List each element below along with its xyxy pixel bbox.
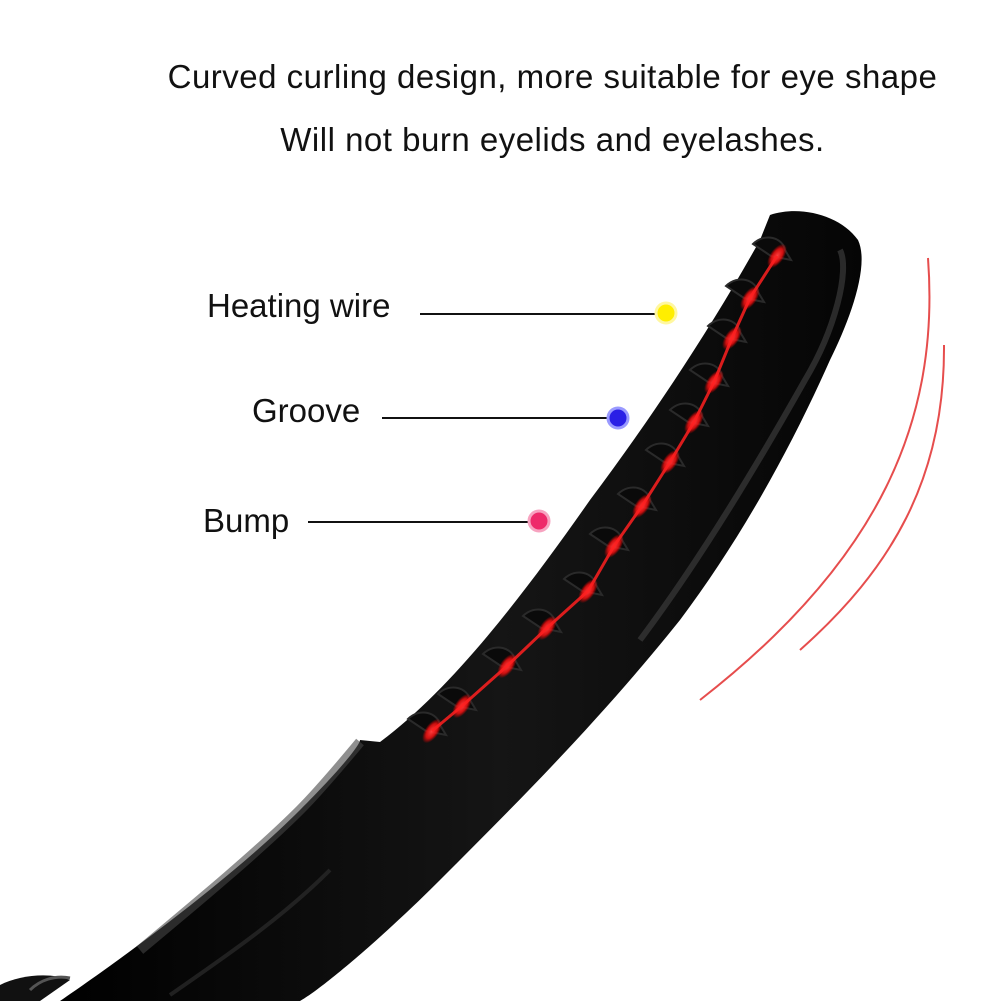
headline-line-2: Will not burn eyelids and eyelashes. bbox=[280, 121, 825, 158]
eyelash-curler-body bbox=[0, 211, 862, 1001]
heating-wire-label: Heating wire bbox=[207, 287, 391, 324]
callout-groove bbox=[382, 406, 630, 430]
heating-wire-glow bbox=[422, 243, 787, 744]
bump-label: Bump bbox=[203, 502, 290, 539]
bump-marker-dot bbox=[527, 509, 551, 533]
headline-line-1: Curved curling design, more suitable for… bbox=[167, 58, 938, 95]
heating-wire-line bbox=[431, 255, 779, 733]
callout-bump bbox=[308, 509, 551, 533]
groove-label: Groove bbox=[252, 392, 361, 429]
heating-wire-marker-dot bbox=[654, 301, 678, 325]
motion-lines bbox=[699, 257, 946, 701]
groove-marker-dot bbox=[606, 406, 630, 430]
callout-heating-wire bbox=[420, 301, 678, 325]
